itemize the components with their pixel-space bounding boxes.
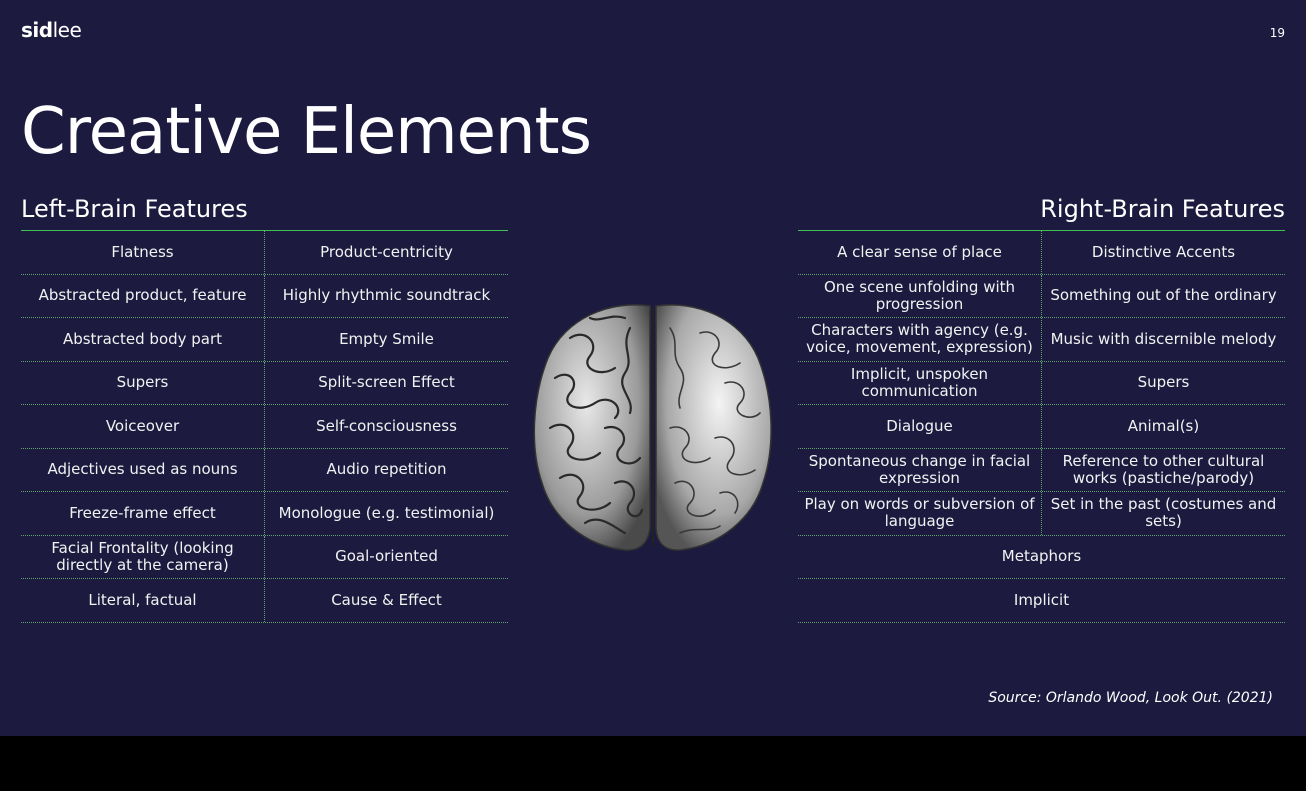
table-cell: Spontaneous change in facial expression (798, 448, 1042, 491)
table-cell: Self-consciousness (316, 416, 457, 435)
table-row: Metaphors (798, 536, 1285, 579)
table-cell: Abstracted body part (21, 318, 265, 361)
table-cell: Facial Frontality (looking directly at t… (21, 535, 265, 578)
table-cell: Something out of the ordinary (1050, 286, 1277, 305)
table-cell: Highly rhythmic soundtrack (282, 286, 491, 305)
slide: sidlee 19 Creative Elements Left-Brain F… (0, 0, 1306, 736)
table-cell: Metaphors (1001, 547, 1082, 566)
table-row: Implicit (798, 579, 1285, 623)
table-cell: Literal, factual (21, 579, 265, 622)
table-cell: Product-centricity (320, 242, 453, 261)
table-cell: Split-screen Effect (318, 373, 455, 392)
table-row: Voiceover Self-consciousness (21, 405, 508, 449)
table-cell: Set in the past (costumes and sets) (1050, 495, 1277, 531)
table-cell: Audio repetition (326, 460, 447, 479)
table-row: A clear sense of place Distinctive Accent… (798, 231, 1285, 275)
table-row: Abstracted body part Empty Smile (21, 318, 508, 362)
right-heading-rule (798, 230, 1285, 231)
logo-bold: sid (21, 18, 53, 42)
table-cell: Play on words or subversion of language (798, 492, 1042, 535)
table-cell: Dialogue (798, 405, 1042, 448)
table-cell: One scene unfolding with progression (798, 274, 1042, 317)
left-brain-heading: Left-Brain Features (21, 195, 248, 223)
table-cell: Animal(s) (1127, 416, 1200, 435)
table-cell: Supers (1137, 373, 1190, 392)
page-title: Creative Elements (21, 95, 592, 169)
table-row: Dialogue Animal(s) (798, 405, 1285, 449)
table-cell: Characters with agency (e.g. voice, move… (798, 318, 1042, 361)
table-row: Adjectives used as nouns Audio repetition (21, 448, 508, 492)
right-brain-heading: Right-Brain Features (1040, 195, 1285, 223)
source-citation: Source: Orlando Wood, Look Out. (2021) (988, 690, 1273, 706)
table-row: Abstracted product, feature Highly rhythm… (21, 274, 508, 318)
table-row: Characters with agency (e.g. voice, move… (798, 318, 1285, 362)
table-row: Implicit, unspoken communication Supers (798, 361, 1285, 405)
table-cell: Freeze-frame effect (21, 492, 265, 535)
left-heading-rule (21, 230, 508, 231)
table-row: Literal, factual Cause & Effect (21, 579, 508, 623)
table-cell: Implicit (1013, 590, 1070, 609)
table-cell: Implicit, unspoken communication (798, 361, 1042, 404)
table-cell: Empty Smile (339, 329, 434, 348)
table-cell: A clear sense of place (798, 231, 1042, 274)
table-cell: Music with discernible melody (1050, 329, 1277, 348)
table-row: Spontaneous change in facial expression R… (798, 448, 1285, 492)
table-cell: Supers (21, 361, 265, 404)
table-cell: Reference to other cultural works (pasti… (1062, 451, 1265, 487)
table-cell: Distinctive Accents (1091, 242, 1236, 261)
sidlee-logo: sidlee (21, 18, 82, 42)
table-cell: Adjectives used as nouns (21, 448, 265, 491)
table-row: Flatness Product-centricity (21, 231, 508, 275)
table-row: Freeze-frame effect Monologue (e.g. testi… (21, 492, 508, 536)
bottom-black-bar (0, 736, 1306, 791)
brain-illustration (533, 304, 772, 551)
right-brain-table: A clear sense of place Distinctive Accent… (798, 231, 1285, 623)
page-number: 19 (1269, 26, 1285, 40)
logo-light: lee (52, 18, 82, 42)
table-cell: Monologue (e.g. testimonial) (278, 503, 495, 522)
table-cell: Abstracted product, feature (21, 274, 265, 317)
table-cell: Goal-oriented (335, 547, 438, 566)
table-row: One scene unfolding with progression Some… (798, 274, 1285, 318)
table-row: Supers Split-screen Effect (21, 361, 508, 405)
table-cell: Flatness (21, 231, 265, 274)
table-cell: Voiceover (21, 405, 265, 448)
table-cell: Cause & Effect (331, 590, 442, 609)
table-row: Facial Frontality (looking directly at t… (21, 535, 508, 579)
